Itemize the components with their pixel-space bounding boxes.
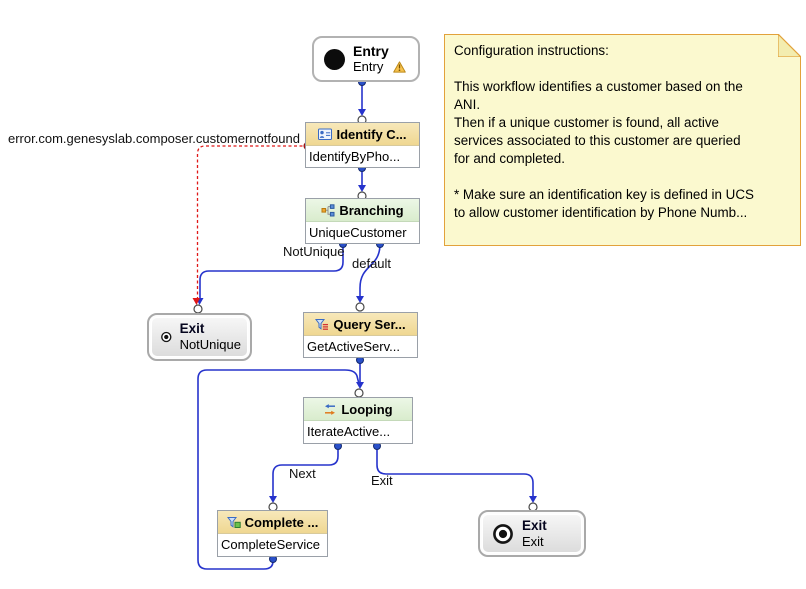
arrowhead <box>356 296 364 303</box>
note-text: Configuration instructions: This workflo… <box>454 43 754 220</box>
node-exit-notunique[interactable]: Exit NotUnique <box>147 313 252 361</box>
edge-label-notunique: NotUnique <box>283 244 345 259</box>
node-title: Identify C... <box>336 126 407 142</box>
edge-label-error: error.com.genesyslab.composer.customerno… <box>8 131 300 146</box>
node-title: Query Ser... <box>333 316 406 332</box>
node-title: Exit <box>179 321 205 337</box>
node-query-services[interactable]: Query Ser... GetActiveServ... <box>303 312 418 358</box>
node-looping[interactable]: Looping IterateActive... <box>303 397 413 444</box>
warning-icon <box>393 61 407 73</box>
node-subtitle: Exit <box>522 533 544 549</box>
edge-label-next: Next <box>289 466 316 481</box>
arrowhead <box>356 382 364 389</box>
node-exit-exit[interactable]: Exit Exit <box>478 510 586 557</box>
arrowhead <box>269 496 277 503</box>
edge-branching-notunique-exit[interactable] <box>199 244 344 298</box>
anchor-query-in[interactable] <box>355 302 365 312</box>
exit-target-icon <box>161 331 172 343</box>
node-subtitle: GetActiveServ... <box>304 336 417 357</box>
node-subtitle: IterateActive... <box>304 421 412 442</box>
entry-point-icon <box>324 48 345 70</box>
node-subtitle: IdentifyByPho... <box>306 146 419 167</box>
node-subtitle: UniqueCustomer <box>306 222 419 243</box>
anchor-exit-notunique-in[interactable] <box>193 304 203 314</box>
node-subtitle: Entry <box>353 58 384 74</box>
exit-target-icon <box>493 523 513 544</box>
error-arrowhead <box>192 298 200 305</box>
node-entry[interactable]: Entry Entry <box>312 36 420 82</box>
arrowhead <box>358 185 366 192</box>
edge-label-exit: Exit <box>371 473 393 488</box>
node-subtitle: CompleteService <box>218 534 327 555</box>
node-title: Entry <box>353 43 389 60</box>
node-branching[interactable]: Branching UniqueCustomer <box>305 198 420 244</box>
branching-icon <box>321 203 335 216</box>
node-title: Looping <box>341 401 393 417</box>
anchor-looping-in[interactable] <box>354 388 364 398</box>
edge-label-default: default <box>352 256 392 271</box>
arrowhead <box>358 109 366 116</box>
node-title: Branching <box>339 202 404 218</box>
node-title: Exit <box>522 517 547 533</box>
note-fold-corner <box>778 34 801 57</box>
arrowhead <box>529 496 537 503</box>
query-filter-icon <box>315 318 329 330</box>
configuration-note[interactable]: Configuration instructions: This workflo… <box>444 34 801 246</box>
edge-branching-default-query[interactable] <box>359 243 381 296</box>
edge-complete-loopback[interactable] <box>197 369 360 570</box>
edge-looping-next-complete[interactable] <box>272 446 339 496</box>
node-identify-customer[interactable]: Identify C... IdentifyByPho... <box>305 122 420 168</box>
node-complete-service[interactable]: Complete ... CompleteService <box>217 510 328 557</box>
edge-error-identify-exit[interactable] <box>196 145 309 298</box>
identify-contact-icon <box>318 128 333 140</box>
node-title: Complete ... <box>244 514 319 530</box>
loop-arrows-icon <box>325 403 336 415</box>
node-subtitle: NotUnique <box>179 337 241 353</box>
complete-filter-icon <box>226 516 241 528</box>
edge-looping-exit-exit[interactable] <box>376 446 534 496</box>
